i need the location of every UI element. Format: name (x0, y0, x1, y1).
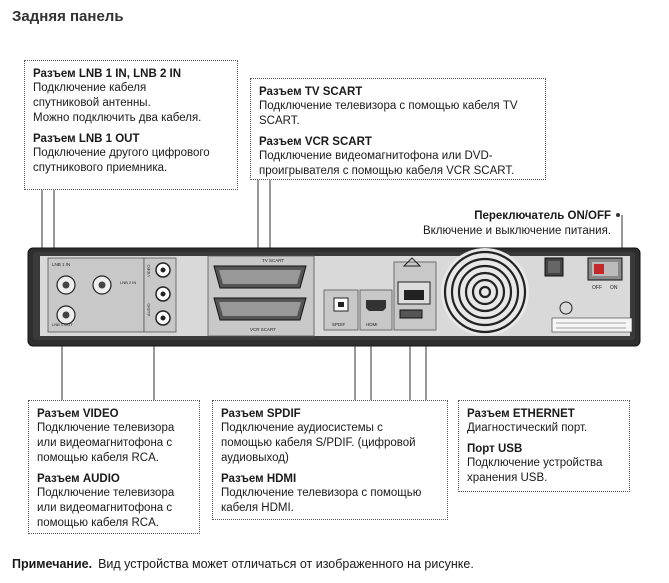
lnb-in-heading: Разъем LNB 1 IN, LNB 2 IN (33, 68, 182, 80)
footnote-label: Примечание. (12, 557, 93, 571)
tv-scart-heading: Разъем TV SCART (259, 86, 363, 98)
audio-desc-2: или видеомагнитофона с (37, 502, 173, 514)
ethernet-heading: Разъем ETHERNET (467, 408, 575, 420)
video-desc-3: помощью кабеля RCA. (37, 452, 159, 464)
spdif-label: SPDIF (332, 322, 346, 327)
tv-scart-desc-2: SCART. (259, 115, 300, 127)
power-switch-desc: Включение и выключение питания. (422, 225, 611, 237)
hdmi-desc-1: Подключение телевизора с помощью (221, 487, 422, 499)
on-label: ON (610, 285, 618, 291)
lnb-out-desc-1: Подключение другого цифрового (33, 147, 210, 159)
lnb-in-desc-3: Можно подключить два кабеля. (33, 112, 202, 124)
power-switch-heading: Переключатель ON/OFF (474, 210, 611, 222)
digital-callout: Разъем SPDIF Подключение аудиосистемы с … (212, 400, 448, 520)
rca-callout: Разъем VIDEO Подключение телевизора или … (28, 400, 200, 534)
usb-desc-1: Подключение устройства (467, 457, 603, 469)
spdif-desc-2: помощью кабеля S/PDIF. (цифровой (221, 437, 416, 449)
off-label: OFF (592, 285, 602, 291)
lnb-out-label: LNB 1 OUT (52, 322, 73, 327)
usb-heading: Порт USB (467, 443, 523, 455)
scart-callout: Разъем TV SCART Подключение телевизора с… (250, 78, 546, 180)
tv-scart-desc-1: Подключение телевизора с помощью кабеля … (259, 100, 518, 112)
page-title: Задняя панель (12, 8, 124, 25)
power-switch-callout: Переключатель ON/OFF Включение и выключе… (423, 209, 611, 239)
tv-scart-label: TV SCART (262, 258, 284, 263)
audio-desc-1: Подключение телевизора (37, 487, 175, 499)
video-desc-1: Подключение телевизора (37, 422, 175, 434)
hdmi-desc-2: кабеля HDMI. (221, 502, 294, 514)
spdif-desc-3: аудиовыход) (221, 452, 289, 464)
lnb-in-desc-2: спутниковой антенны. (33, 97, 151, 109)
spdif-desc-1: Подключение аудиосистемы с (221, 422, 383, 434)
lnb-in-label: LNB 1 IN (52, 262, 70, 267)
vcr-scart-desc-2: проигрывателя с помощью кабеля VCR SCART… (259, 165, 515, 177)
vcr-scart-heading: Разъем VCR SCART (259, 136, 372, 148)
lnb-callout: Разъем LNB 1 IN, LNB 2 IN Подключение ка… (24, 60, 238, 190)
audio-heading: Разъем AUDIO (37, 473, 120, 485)
audio-label: AUDIO (146, 303, 151, 316)
lnb-out-heading: Разъем LNB 1 OUT (33, 133, 140, 145)
lnb-out-desc-2: спутникового приемника. (33, 162, 168, 174)
network-callout: Разъем ETHERNET Диагностический порт. По… (458, 400, 630, 492)
video-heading: Разъем VIDEO (37, 408, 119, 420)
footnote-text: Вид устройства может отличаться от изобр… (98, 557, 474, 571)
lnb2-label: LNB 2 IN (120, 280, 136, 285)
usb-desc-2: хранения USB. (467, 472, 548, 484)
footnote: Примечание. Вид устройства может отличать… (12, 557, 474, 571)
audio-desc-3: помощью кабеля RCA. (37, 517, 159, 529)
ethernet-desc: Диагностический порт. (467, 422, 588, 434)
vcr-scart-desc-1: Подключение видеомагнитофона или DVD- (259, 150, 493, 162)
spdif-heading: Разъем SPDIF (221, 408, 301, 420)
video-label: VIDEO (146, 265, 151, 277)
vcr-scart-label: VCR SCART (250, 327, 276, 332)
hdmi-label: HDMI (366, 322, 378, 327)
lnb-in-desc-1: Подключение кабеля (33, 82, 147, 94)
hdmi-heading: Разъем HDMI (221, 473, 297, 485)
video-desc-2: или видеомагнитофона с (37, 437, 173, 449)
